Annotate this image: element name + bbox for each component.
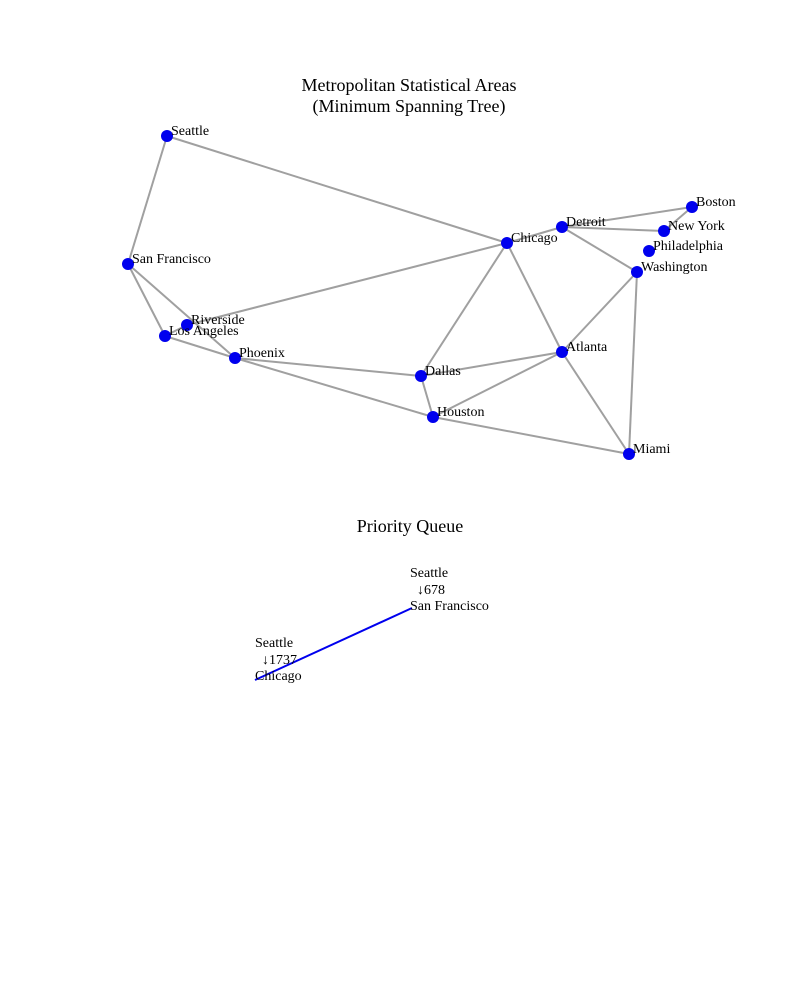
edge-phoenix-dallas [234,357,422,377]
priority-queue-item: Seattle ↓1737 Chicago [255,636,302,684]
edge-sanfrancisco-losangeles [127,263,166,337]
node-dallas [415,370,427,382]
node-label-houston: Houston [437,405,484,420]
node-miami [623,448,635,460]
node-phoenix [229,352,241,364]
node-label-seattle: Seattle [171,124,209,139]
edge-detroit-washington [561,226,638,273]
node-label-miami: Miami [633,442,670,457]
node-label-newyork: New York [668,219,725,234]
down-arrow-icon: ↓ [262,653,269,668]
pq-item-from: Seattle [255,636,293,651]
node-label-detroit: Detroit [566,215,606,230]
down-arrow-icon: ↓ [417,583,424,598]
node-label-atlanta: Atlanta [566,340,608,355]
node-riverside [181,319,193,331]
edge-chicago-atlanta [506,242,563,353]
node-label-washington: Washington [641,260,708,275]
pq-item-weight: ↓1737 [262,653,297,668]
node-label-sanfrancisco: San Francisco [132,252,211,267]
node-atlanta [556,346,568,358]
edge-boston-newyork [663,206,693,232]
edge-washington-atlanta [561,271,638,353]
graph-title: Metropolitan Statistical Areas (Minimum … [302,75,517,117]
node-chicago [501,237,513,249]
pq-item-weight-value: 678 [424,583,445,598]
edge-washington-miami [628,271,638,455]
edge-seattle-sanfrancisco [127,135,168,265]
edge-houston-miami [432,416,630,455]
priority-queue: Priority Queue Seattle ↓678 San Francisc… [254,516,489,684]
priority-queue-item: Seattle ↓678 San Francisco [410,566,489,614]
node-boston [686,201,698,213]
node-detroit [556,221,568,233]
node-label-philadelphia: Philadelphia [653,239,724,254]
pq-item-to: San Francisco [410,599,489,614]
node-houston [427,411,439,423]
edge-riverside-chicago [186,242,508,326]
node-losangeles [159,330,171,342]
edge-detroit-newyork [561,226,665,232]
pq-item-to: Chicago [255,669,302,684]
node-label-boston: Boston [696,195,736,210]
priority-queue-title: Priority Queue [357,516,463,536]
priority-queue-link [254,607,413,681]
graph-edges [127,135,693,455]
node-seattle [161,130,173,142]
edge-dallas-chicago [420,242,508,377]
edge-atlanta-miami [561,351,630,455]
node-sanfrancisco [122,258,134,270]
node-label-riverside: Riverside [191,313,245,328]
node-philadelphia [643,245,655,257]
edge-phoenix-houston [234,357,434,418]
node-label-chicago: Chicago [511,231,558,246]
node-label-dallas: Dallas [425,364,461,379]
edge-houston-atlanta [432,351,563,418]
edge-detroit-boston [561,206,693,228]
pq-item-weight: ↓678 [417,583,445,598]
edge-dallas-houston [420,375,434,418]
graph-nodes [122,130,698,460]
edge-seattle-chicago [166,135,508,244]
edge-chicago-detroit [506,226,563,244]
edge-sanfrancisco-phoenix [127,263,236,359]
node-label-phoenix: Phoenix [239,346,285,361]
edge-losangeles-phoenix [164,335,236,359]
pq-item-from: Seattle [410,566,448,581]
edge-dallas-atlanta [420,351,563,377]
pq-item-weight-value: 1737 [269,653,297,668]
node-newyork [658,225,670,237]
graph-title-line-1: Metropolitan Statistical Areas [302,75,517,95]
graph-title-line-2: (Minimum Spanning Tree) [312,96,505,117]
node-washington [631,266,643,278]
node-label-losangeles: Los Angeles [169,324,239,339]
